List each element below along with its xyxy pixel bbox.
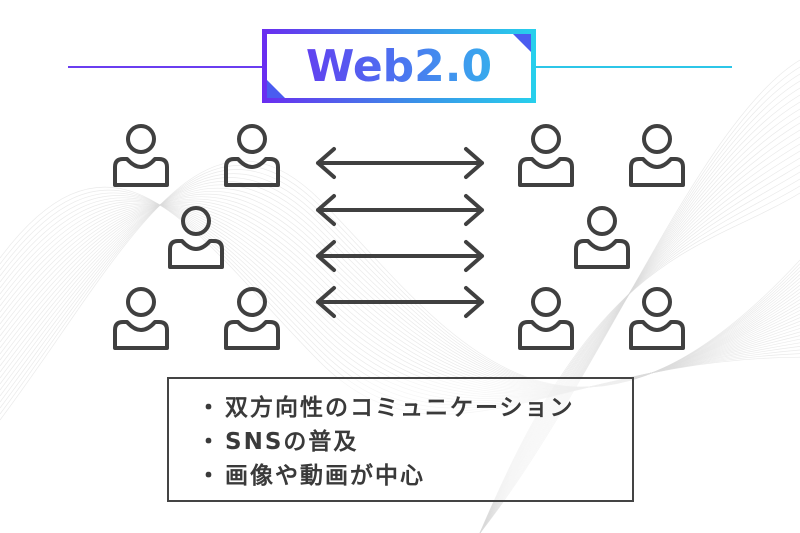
title-line-left xyxy=(68,66,263,68)
person-icon xyxy=(113,287,169,350)
person-icon xyxy=(224,124,280,187)
person-icon xyxy=(629,124,685,187)
double-headed-arrow-icon xyxy=(316,286,484,318)
title-box: Web2.0 xyxy=(262,29,536,103)
double-headed-arrow-icon xyxy=(316,240,484,272)
person-icon xyxy=(168,206,224,269)
person-icon xyxy=(574,206,630,269)
title-line-right xyxy=(536,66,732,68)
title-corner-accent xyxy=(267,80,285,98)
person-icon xyxy=(629,287,685,350)
person-icon xyxy=(224,287,280,350)
key-point-item: ・SNSの普及 xyxy=(197,425,575,459)
bullet-marker: ・ xyxy=(197,463,222,489)
bullet-marker: ・ xyxy=(197,395,222,421)
key-points-list: ・双方向性のコミュニケーション ・SNSの普及 ・画像や動画が中心 xyxy=(197,391,575,493)
key-point-item: ・画像や動画が中心 xyxy=(197,459,575,493)
key-point-text: 画像や動画が中心 xyxy=(225,463,425,489)
person-icon xyxy=(113,124,169,187)
person-icon xyxy=(518,124,574,187)
key-points-box: ・双方向性のコミュニケーション ・SNSの普及 ・画像や動画が中心 xyxy=(167,377,634,502)
page-title: Web2.0 xyxy=(267,34,531,98)
double-headed-arrow-icon xyxy=(316,147,484,179)
key-point-item: ・双方向性のコミュニケーション xyxy=(197,391,575,425)
double-headed-arrow-icon xyxy=(316,194,484,226)
title-corner-accent xyxy=(513,34,531,52)
bullet-marker: ・ xyxy=(197,429,222,455)
person-icon xyxy=(518,287,574,350)
key-point-text: 双方向性のコミュニケーション xyxy=(225,395,575,421)
key-point-text: SNSの普及 xyxy=(225,429,359,455)
